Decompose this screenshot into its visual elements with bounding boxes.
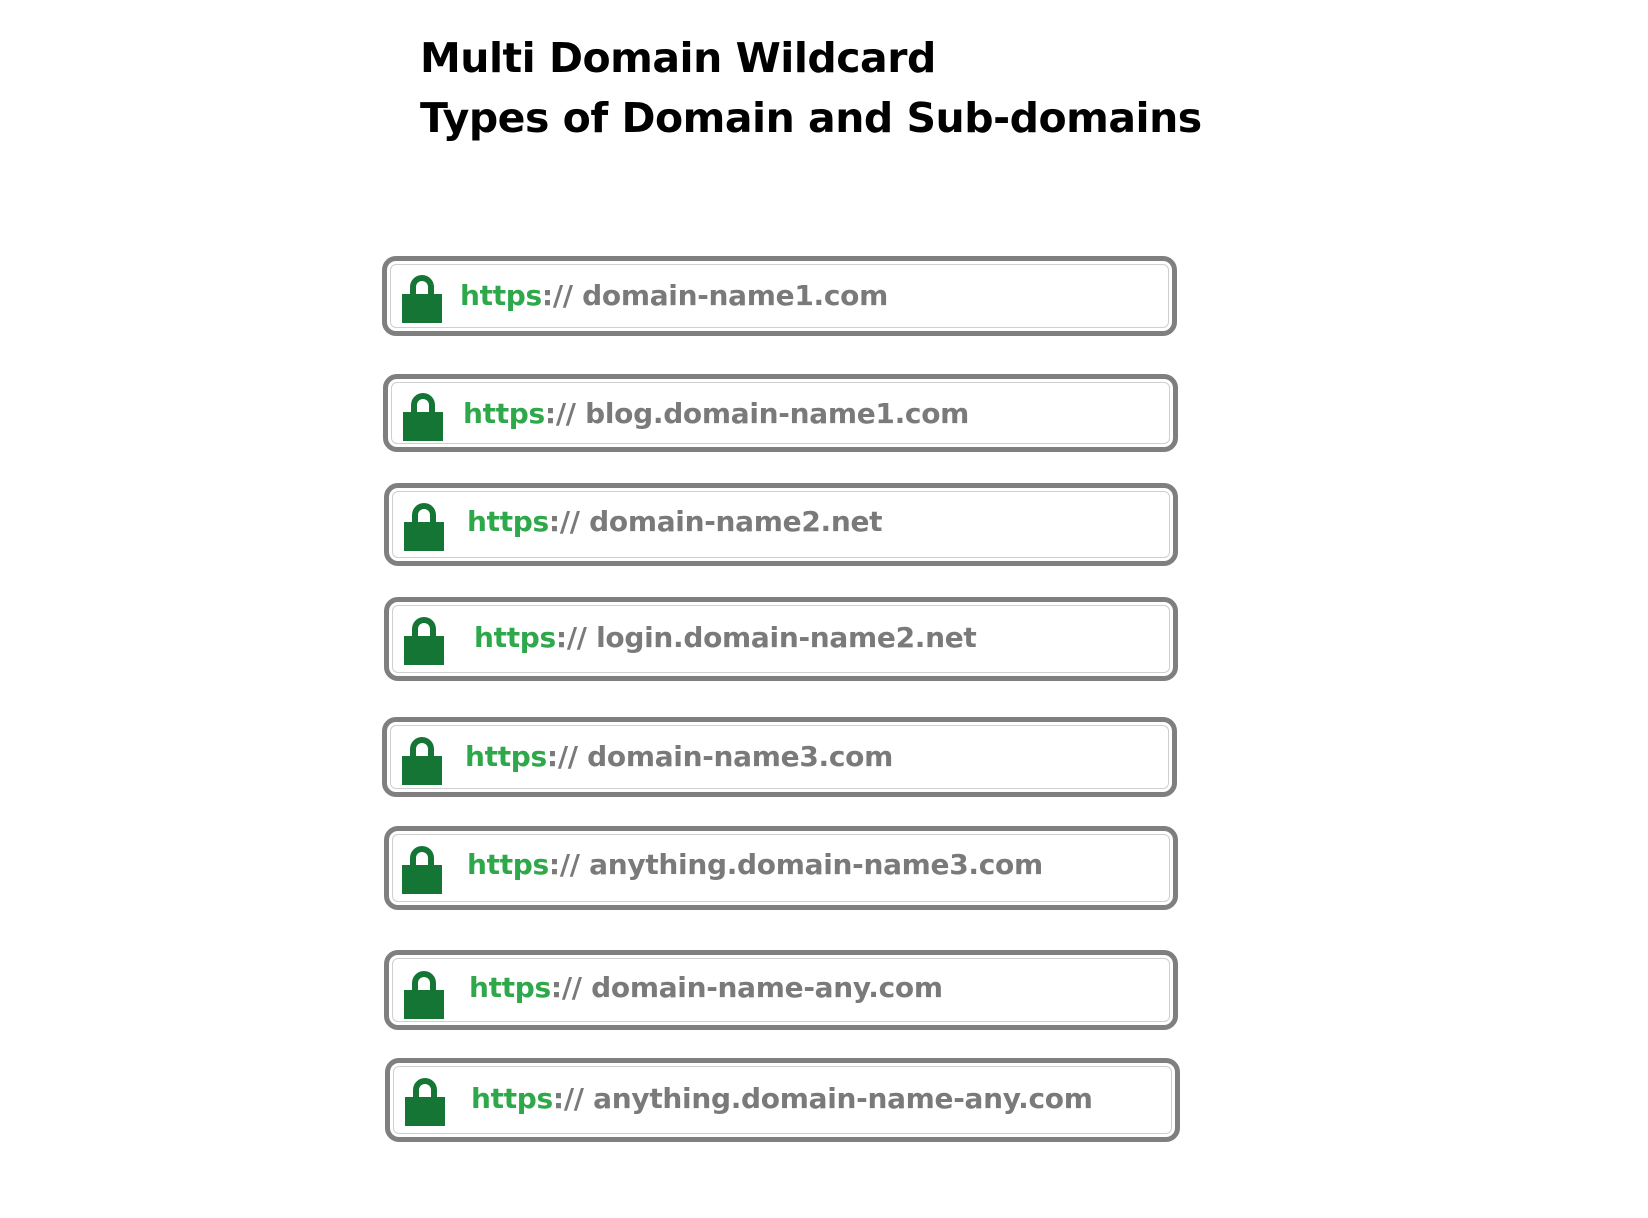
url-bar-4: https:// login.domain-name2.net: [384, 597, 1178, 681]
url-bar-6: https:// anything.domain-name3.com: [384, 826, 1178, 910]
url-bar-3: https:// domain-name2.net: [384, 483, 1178, 566]
url-text: https:// anything.domain-name3.com: [467, 831, 1043, 899]
url-scheme: https: [474, 621, 556, 654]
url-text: https:// blog.domain-name1.com: [463, 379, 969, 449]
lock-icon: [403, 969, 445, 1019]
url-separator: ://: [546, 740, 578, 773]
url-text: https:// domain-name2.net: [467, 488, 883, 556]
url-scheme: https: [467, 505, 549, 538]
url-text: https:// domain-name-any.com: [469, 955, 943, 1021]
url-bar-2: https:// blog.domain-name1.com: [383, 374, 1178, 452]
url-scheme: https: [471, 1082, 553, 1115]
url-bar-8: https:// anything.domain-name-any.com: [385, 1058, 1180, 1142]
url-separator: ://: [552, 1082, 584, 1115]
url-scheme: https: [463, 397, 545, 430]
url-separator: ://: [548, 505, 580, 538]
url-text: https:// domain-name1.com: [460, 261, 888, 331]
url-text: https:// anything.domain-name-any.com: [471, 1063, 1093, 1135]
lock-icon: [403, 615, 445, 665]
url-host: anything.domain-name-any.com: [583, 1082, 1093, 1115]
url-scheme: https: [469, 971, 551, 1004]
title-block: Multi Domain Wildcard Types of Domain an…: [420, 28, 1202, 148]
url-bar-7: https:// domain-name-any.com: [384, 950, 1178, 1030]
lock-icon: [401, 735, 443, 785]
url-scheme: https: [467, 848, 549, 881]
title-line-2: Types of Domain and Sub-domains: [420, 94, 1202, 142]
url-scheme: https: [460, 279, 542, 312]
lock-icon: [404, 1076, 446, 1126]
lock-icon: [402, 391, 444, 441]
lock-icon: [401, 844, 443, 894]
lock-icon: [401, 273, 443, 323]
lock-icon: [403, 501, 445, 551]
url-separator: ://: [544, 397, 576, 430]
url-host: domain-name-any.com: [581, 971, 943, 1004]
url-scheme: https: [465, 740, 547, 773]
title-line-1: Multi Domain Wildcard: [420, 34, 936, 82]
url-separator: ://: [541, 279, 573, 312]
url-host: anything.domain-name3.com: [579, 848, 1043, 881]
url-host: blog.domain-name1.com: [575, 397, 970, 430]
url-host: domain-name2.net: [579, 505, 883, 538]
url-text: https:// domain-name3.com: [465, 722, 893, 792]
url-separator: ://: [548, 848, 580, 881]
url-separator: ://: [550, 971, 582, 1004]
url-host: login.domain-name2.net: [586, 621, 977, 654]
url-bar-1: https:// domain-name1.com: [382, 256, 1177, 336]
url-separator: ://: [555, 621, 587, 654]
url-bar-5: https:// domain-name3.com: [382, 717, 1177, 797]
url-host: domain-name1.com: [572, 279, 888, 312]
url-host: domain-name3.com: [577, 740, 893, 773]
url-text: https:// login.domain-name2.net: [474, 602, 977, 674]
